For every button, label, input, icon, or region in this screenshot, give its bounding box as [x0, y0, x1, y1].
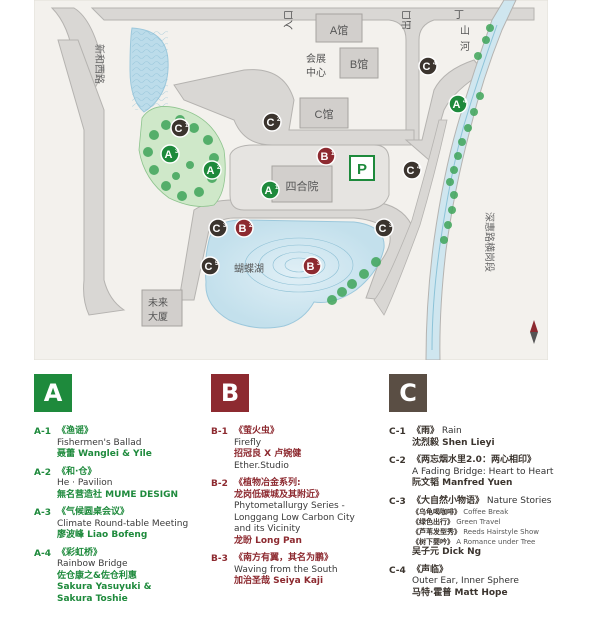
- label-road-east: 深惠路横岗段: [483, 212, 496, 272]
- legend-entry-a1: A-1 《渔谣》 Fishermen's Ballad 聂蕾 Wanglei &…: [34, 426, 152, 459]
- svg-text:5: 5: [215, 261, 219, 267]
- legend-entry-a4: A-4 《彩虹桥》 Rainbow Bridge 佐仓康之&佐仓利惠 Sakur…: [34, 547, 152, 604]
- svg-text:B: B: [239, 223, 247, 235]
- site-map: P A馆 B馆 C馆 四合院 会展 中心 未来 大厦 入口 出口 新和西路 深惠…: [34, 0, 548, 360]
- legend-entry-a2: A-2 《和·仓》 He · Pavilion 無名营造社 MUME DESIG…: [34, 466, 179, 500]
- svg-text:C: C: [175, 123, 183, 135]
- svg-text:B: B: [307, 261, 315, 273]
- svg-text:B: B: [321, 151, 329, 163]
- parking-icon: [349, 155, 375, 181]
- svg-text:4: 4: [417, 165, 421, 171]
- svg-text:C: C: [267, 117, 275, 129]
- legend-entry-b3: B-3 《南方有翼，其名为鹏》 Waving from the South 加治…: [211, 553, 338, 586]
- label-entrance: 入口: [284, 10, 295, 30]
- legend-entry-b1: B-1 《萤火虫》 Firefly 招冠良 X 卢婉健 Ether.Studio: [211, 426, 302, 471]
- label-siheyuan: 四合院: [286, 179, 319, 193]
- label-future-2: 大厦: [148, 310, 168, 323]
- label-river-2: 山: [460, 25, 470, 37]
- svg-text:1: 1: [185, 123, 189, 129]
- svg-text:C: C: [423, 61, 431, 73]
- legend-entry-c3: C-3 《大自然小物语》 Nature Stories 《乌龟喝咖啡》 Coff…: [389, 495, 552, 558]
- svg-text:3: 3: [175, 149, 179, 155]
- building-siheyuan: [271, 165, 333, 203]
- legend-column-c: C C-1 《雨》 Rain 沈烈毅 Shen Lieyi C-2 《两忘烟水里…: [389, 374, 589, 605]
- legend-entry-c1: C-1 《雨》 Rain 沈烈毅 Shen Lieyi: [389, 426, 495, 448]
- label-lake: 蝴蝶湖: [234, 262, 264, 275]
- svg-text:4: 4: [463, 99, 467, 105]
- legend-column-b: B B-1 《萤火虫》 Firefly 招冠良 X 卢婉健 Ether.Stud…: [211, 374, 386, 594]
- svg-text:A: A: [165, 149, 173, 161]
- label-river-3: 河: [460, 41, 470, 53]
- legend-entry-a3: A-3 《气候圆桌会议》 Climate Round-table Meeting…: [34, 507, 189, 540]
- svg-text:C: C: [407, 165, 415, 177]
- green-park: [138, 106, 226, 207]
- legend-entry-b2: B-2 《植物冶金系列: 龙岗低碳城及其附近》 Phytometallurgy …: [211, 478, 355, 546]
- svg-text:1: 1: [275, 185, 279, 191]
- legend-entry-c4: C-4 《声临》 Outer Ear, Inner Sphere 马特·霍普 M…: [389, 564, 519, 598]
- svg-text:C: C: [213, 223, 221, 235]
- label-c-hall: C馆: [315, 107, 334, 121]
- riverside-trees: [327, 24, 494, 305]
- legend-badge-a: A: [34, 374, 72, 412]
- svg-text:A: A: [265, 185, 273, 197]
- label-exit: 出口: [400, 10, 413, 30]
- svg-text:2: 2: [249, 223, 253, 229]
- svg-text:3: 3: [223, 223, 227, 229]
- legend-entry-c2: C-2 《两忘烟水里2.0：两心相印》 A Fading Bridge: Hea…: [389, 455, 554, 488]
- label-road-west: 新和西路: [93, 44, 106, 84]
- label-b-hall: B馆: [350, 57, 368, 71]
- legend-column-a: A A-1 《渔谣》 Fishermen's Ballad 聂蕾 Wanglei…: [34, 374, 209, 611]
- svg-text:P: P: [357, 161, 367, 178]
- svg-text:3: 3: [389, 223, 393, 229]
- svg-text:1: 1: [331, 151, 335, 157]
- building-b-hall: [339, 47, 379, 79]
- building-future: [141, 289, 183, 327]
- svg-text:3: 3: [317, 261, 321, 267]
- river: [425, 0, 517, 360]
- label-river-1: 丁: [454, 10, 464, 21]
- svg-text:2: 2: [277, 117, 281, 123]
- svg-text:C: C: [379, 223, 387, 235]
- svg-text:C: C: [205, 261, 213, 273]
- legend-badge-c: C: [389, 374, 427, 412]
- building-c-hall: [299, 97, 349, 129]
- label-expo-center-1: 会展: [306, 52, 326, 65]
- label-future-1: 未来: [148, 297, 168, 309]
- svg-text:4: 4: [433, 61, 437, 67]
- compass-icon: [530, 320, 538, 344]
- legend-badge-b: B: [211, 374, 249, 412]
- label-expo-center-2: 中心: [306, 66, 326, 79]
- building-a-hall: [315, 13, 363, 43]
- svg-text:A: A: [453, 99, 461, 111]
- svg-text:2: 2: [217, 165, 221, 171]
- svg-text:A: A: [207, 165, 215, 177]
- label-a-hall: A馆: [330, 23, 348, 37]
